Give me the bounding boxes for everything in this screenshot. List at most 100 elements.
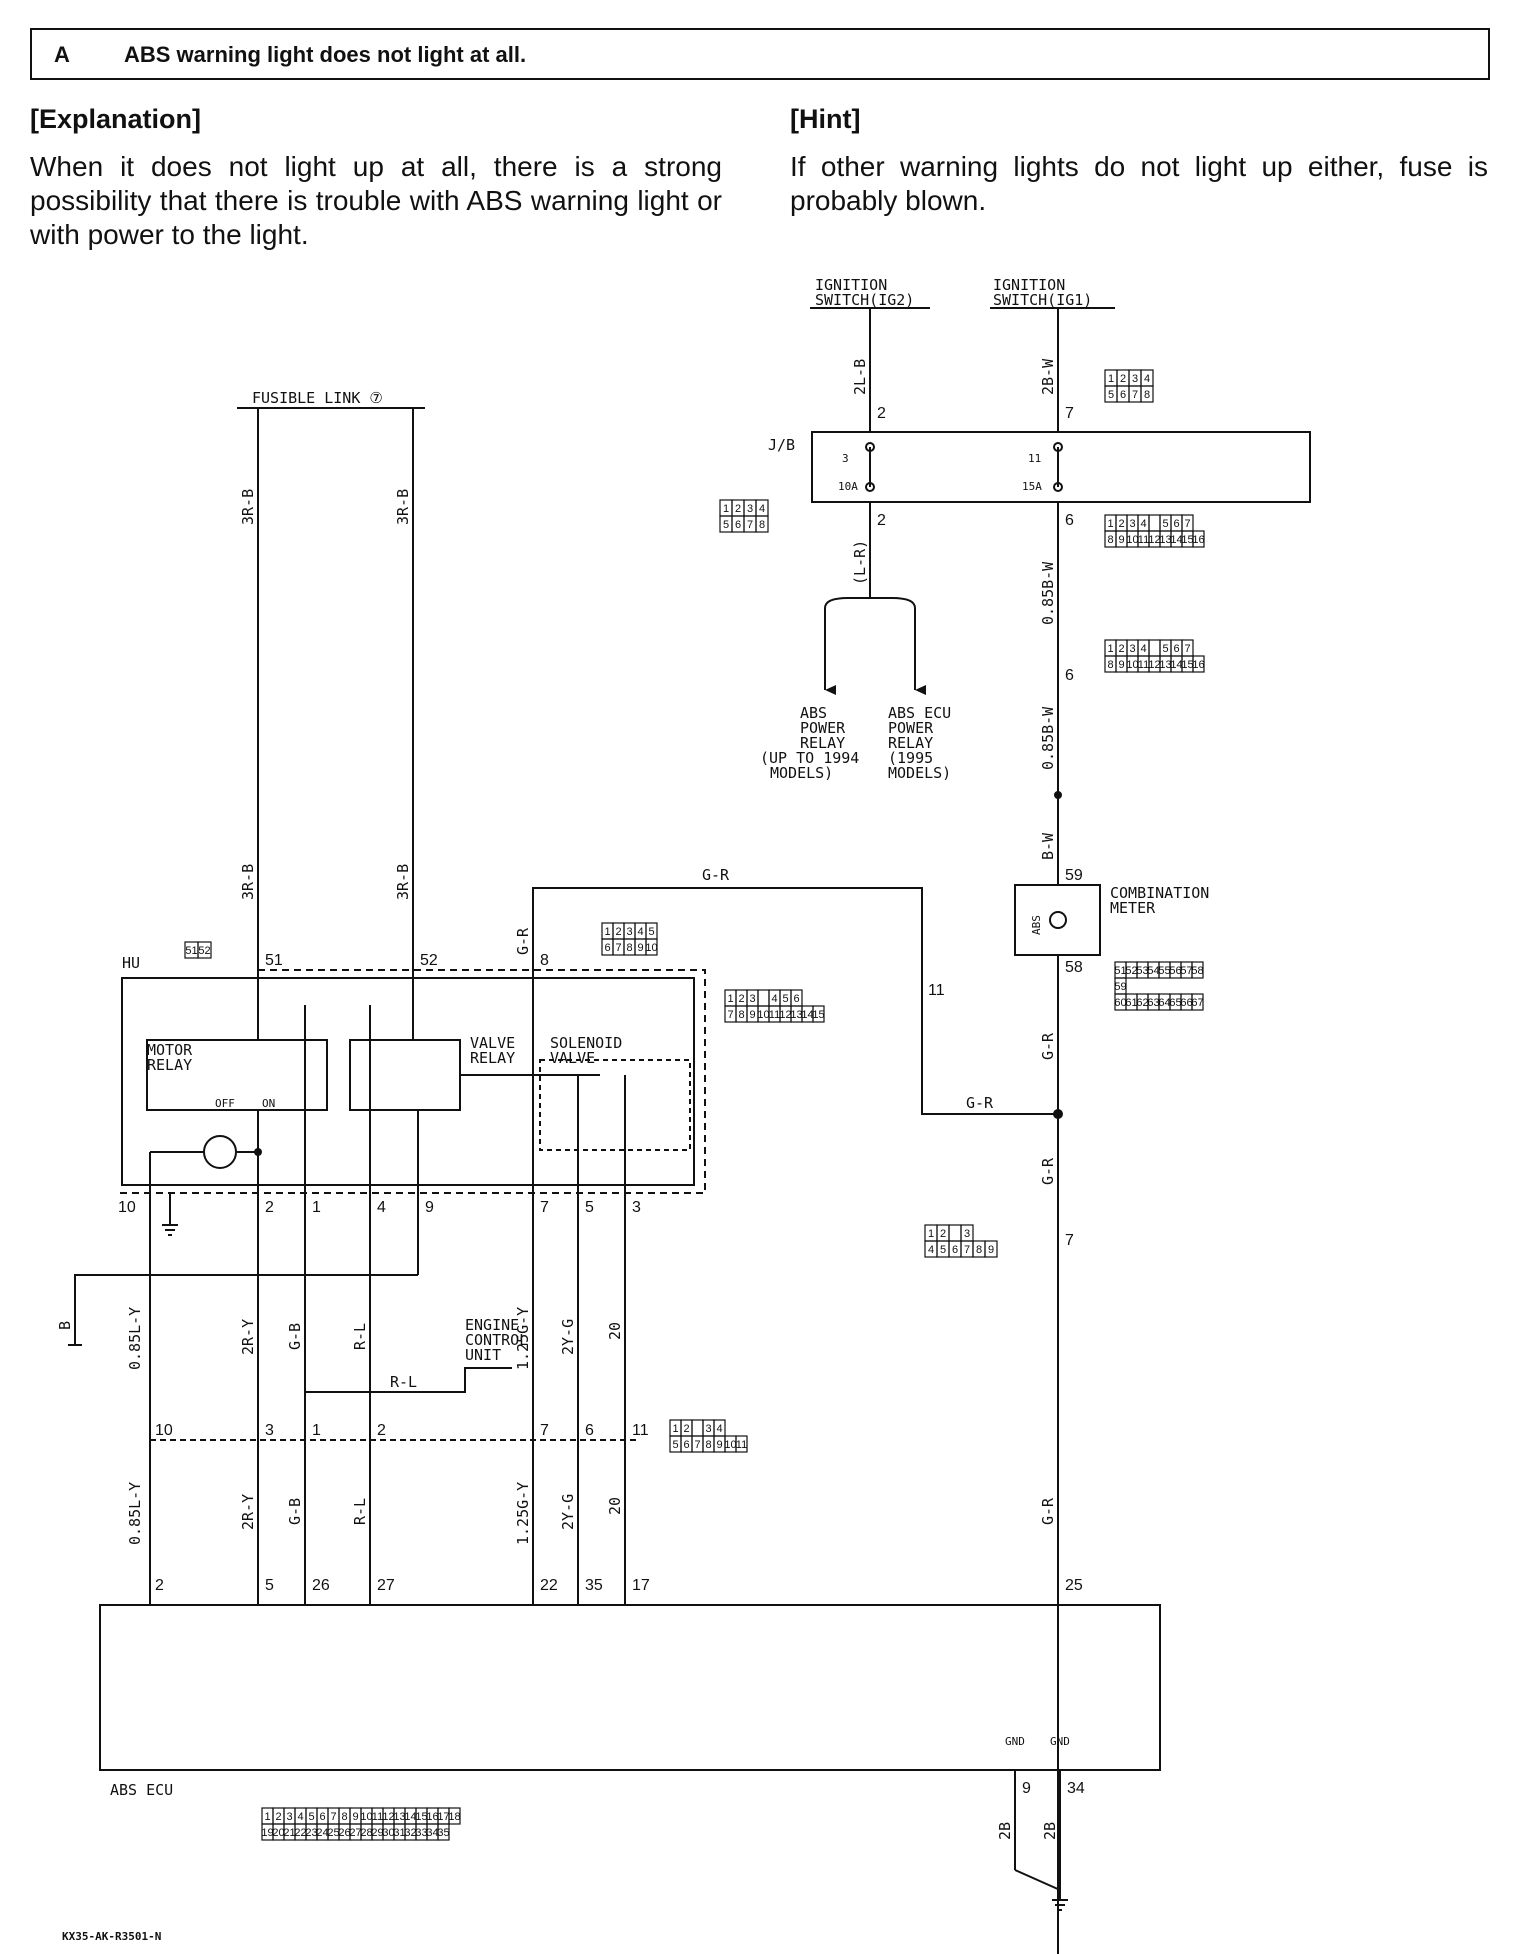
connector-pin-label: 3 [1129,643,1135,655]
pin-52: 52 [420,952,438,969]
connector-pin-label: 35 [437,1827,449,1839]
wire-gr-1: G-R [514,927,532,955]
connector-pin-label: 15 [415,1811,427,1823]
combination-meter-1: COMBINATION [1110,884,1209,902]
connector-pin-label: 29 [371,1827,383,1839]
pin-7c: 7 [1065,1232,1074,1249]
connector-pin-label: 10 [1126,659,1138,671]
connector-pin-label: 7 [1184,518,1190,530]
connector-pin-label: 16 [1192,659,1204,671]
pin-c2: 2 [377,1422,386,1439]
connector-pin-label: 4 [637,926,643,938]
connector-pin-label: 65 [1169,997,1181,1009]
connector-pin-label: 5 [1108,389,1114,401]
connector-pin-label: 8 [1107,534,1113,546]
pin-e26: 26 [312,1577,330,1594]
abs-ecu-relay-5: MODELS) [888,764,951,782]
connector-cell [1148,639,1161,657]
pin-e25: 25 [1065,1577,1083,1594]
connector-pin-label: 59 [1114,981,1126,993]
abs-ecu-relay-3: RELAY [888,734,933,752]
explanation-heading: [Explanation] [30,104,202,134]
connector-pin-label: 6 [1173,518,1179,530]
connector-pin-label: 64 [1158,997,1170,1009]
connector-pin-label: 25 [327,1827,339,1839]
pin-e27: 27 [377,1577,395,1594]
connector-pin-label: 6 [319,1811,325,1823]
gnd-label-1: GND [1005,1735,1025,1748]
wire-3rb-4: 3R-B [394,864,412,900]
jb-label: J/B [768,436,795,454]
connector-pin-label: 14 [1170,659,1182,671]
connector-cell [1191,993,1204,1011]
connector-pin-label: 2 [1118,643,1124,655]
pin-5: 5 [585,1199,594,1216]
connector-pin-label: 8 [759,519,765,531]
wire-125gy-1: 1.25G-Y [514,1307,532,1370]
connector-pin-label: 7 [964,1244,970,1256]
connector-pin-label: 34 [426,1827,438,1839]
fuse11-rating: 15A [1022,480,1042,493]
wire-gr-3: G-R [966,1094,994,1112]
connector-pin-label: 9 [1118,659,1124,671]
connector-pin-label: 16 [426,1811,438,1823]
wire-2lb: 2L-B [851,359,869,395]
pin-e9: 9 [1022,1780,1031,1797]
wire-gr-2: G-R [702,866,730,884]
connector-pin-label: 4 [297,1811,303,1823]
connector-pin-label: 3 [1132,373,1138,385]
connector-pin-label: 14 [801,1009,813,1021]
connector-pin-label: 11 [1138,534,1149,546]
fuse3-rating: 10A [838,480,858,493]
motor-relay-on: ON [262,1097,275,1110]
solenoid-valve-1: SOLENOID [550,1034,622,1052]
pin-c3: 3 [265,1422,274,1439]
connector-pin-label: 16 [1192,534,1204,546]
connector-cell [735,1435,748,1453]
connector-pin-label: 2 [738,993,744,1005]
motor-relay-off: OFF [215,1097,235,1110]
gnd-label-2: GND [1050,1735,1070,1748]
connector-pin-label: 8 [976,1244,982,1256]
ig1-label-2: SWITCH(IG1) [993,291,1092,309]
pin-e35: 35 [585,1577,603,1594]
connector-pin-label: 1 [723,503,729,515]
connector-pin-label: 21 [283,1827,295,1839]
wire-rl-3: R-L [390,1373,417,1391]
connector-pin-label: 6 [683,1439,689,1451]
connector-cell [948,1224,962,1242]
wire-gb-2: G-B [286,1498,304,1525]
fuse11-num: 11 [1028,452,1041,465]
section-banner: A ABS warning light does not light at al… [30,28,1490,80]
connector-pin-label: 1 [264,1811,270,1823]
connector-pin-label: 9 [637,942,643,954]
fusible-link-label: FUSIBLE LINK ⑦ [252,389,383,407]
abs-ecu-relay-4: (1995 [888,749,933,767]
connector-cell [691,1419,704,1437]
connector-pin-label: 8 [705,1439,711,1451]
connector-pin-label: 13 [1159,534,1171,546]
connector-cell [757,989,770,1007]
connector-pin-label: 12 [779,1009,791,1021]
pin-11: 11 [928,982,945,999]
solenoid-valve-2: VALVE [550,1049,595,1067]
wire-gr-5: G-R [1039,1157,1057,1185]
connector-pin-label: 12 [1148,534,1160,546]
connector-pin-label: 4 [1140,518,1146,530]
connector-pin-label: 14 [404,1811,416,1823]
valve-relay-2: RELAY [470,1049,515,1067]
connector-pin-label: 4 [928,1244,934,1256]
connector-pin-label: 5 [723,519,729,531]
abs-ecu-relay-2: POWER [888,719,934,737]
connector-pin-label: 10 [360,1811,372,1823]
connector-pin-label: 3 [964,1228,970,1240]
pin-e5: 5 [265,1577,274,1594]
wire-085ly-1: 0.85L-Y [126,1307,144,1370]
connector-pin-label: 6 [952,1244,958,1256]
connector-pin-label: 13 [1159,659,1171,671]
